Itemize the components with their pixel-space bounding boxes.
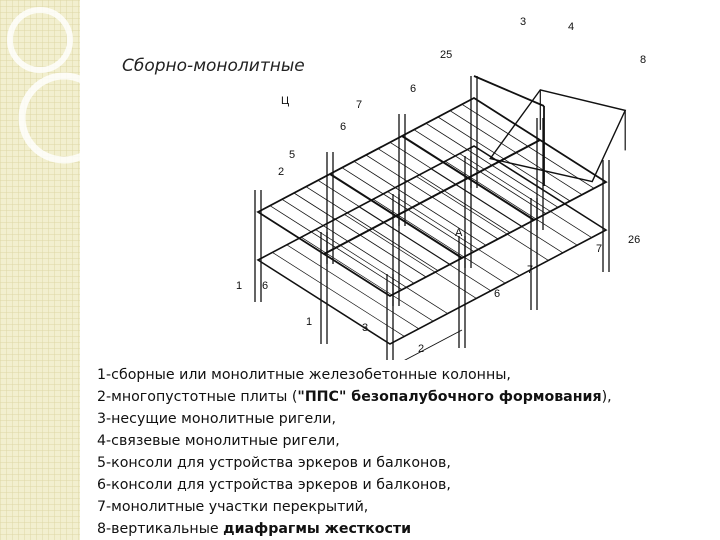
legend-item: 1-сборные или монолитные железобетонные … <box>97 364 612 386</box>
slab-plank-line <box>293 192 427 278</box>
callout-label: 5 <box>289 149 295 161</box>
slab-plank-line <box>437 116 571 202</box>
cantilever-slab <box>489 89 627 183</box>
legend-text: 2-многопустотные плиты ( <box>97 389 298 405</box>
slab-plank-line <box>389 141 523 227</box>
legend-item: 2-многопустотные плиты ("ППС" безопалубо… <box>97 386 612 408</box>
frame-structure <box>254 75 627 360</box>
sidebar-circle-ornament <box>18 72 80 164</box>
legend-item: 4-связевые монолитные ригели, <box>97 430 612 452</box>
callout-label: 1 <box>236 280 242 292</box>
callout-label: 6 <box>340 121 346 133</box>
callout-label: 6 <box>410 83 416 95</box>
figure-letter: Ц <box>281 95 289 107</box>
slide-title: Сборно-монолитные <box>122 56 305 76</box>
decorative-sidebar <box>0 0 80 540</box>
legend-item: 3-несущие монолитные ригели, <box>97 408 612 430</box>
slab-plank-line <box>281 198 415 284</box>
callout-label: 25 <box>440 49 452 61</box>
slab-plank-line <box>459 153 592 238</box>
callout-label: 26 <box>628 234 640 246</box>
slab-plank-line <box>353 160 487 246</box>
callout-label: 2 <box>278 166 284 178</box>
legend-text: 1-сборные или монолитные железобетонные … <box>97 367 511 383</box>
slab-plank-line <box>365 154 499 240</box>
slab-plank-line <box>461 103 595 189</box>
dimension-line <box>404 329 463 360</box>
callout-label: А <box>455 227 463 239</box>
slab-plank-line <box>387 191 520 276</box>
legend-list: 1-сборные или монолитные железобетонные … <box>97 364 612 540</box>
legend-item: 5-консоли для устройства эркеров и балко… <box>97 452 612 474</box>
slab-plank-line <box>416 176 549 261</box>
callout-label: 3 <box>520 16 526 28</box>
callout-label: 7 <box>527 264 533 276</box>
slab-plank-line <box>301 236 434 322</box>
callout-label: 7 <box>356 99 362 111</box>
slab-plank-line <box>317 179 451 265</box>
legend-text-emphasis: диафрагмы жесткости <box>223 521 412 537</box>
diaphragm-frame <box>473 75 545 107</box>
legend-item: 6-консоли для устройства эркеров и балко… <box>97 474 612 496</box>
slab-plank-line <box>341 167 475 253</box>
legend-text: 8-вертикальные <box>97 521 224 537</box>
slab-plank-line <box>315 229 448 314</box>
slab-plank-line <box>425 122 559 208</box>
legend-text: 6-консоли для устройства эркеров и балко… <box>97 477 451 493</box>
sidebar-circle-ornament <box>7 7 73 73</box>
callout-label: 2 <box>418 343 424 355</box>
slab-plank-line <box>413 129 547 215</box>
lower-slab-outline <box>256 145 608 345</box>
slab-plank-line <box>358 206 491 292</box>
callout-label: 4 <box>568 21 574 33</box>
slab-plank-line <box>445 160 578 246</box>
slab-plank-line <box>377 148 511 234</box>
callout-label: 7 <box>596 243 602 255</box>
slab-plank-line <box>286 244 419 330</box>
legend-text: 3-несущие монолитные ригели, <box>97 411 336 427</box>
slab-plank-line <box>449 110 583 196</box>
slab-plank-line <box>430 168 563 254</box>
legend-text: 5-консоли для устройства эркеров и балко… <box>97 455 451 471</box>
callout-label: 6 <box>262 280 268 292</box>
legend-text: 4-связевые монолитные ригели, <box>97 433 340 449</box>
legend-item: 8-вертикальные диафрагмы жесткости <box>97 518 612 540</box>
slab-plank-line <box>269 205 403 291</box>
slab-plank-line <box>272 252 405 337</box>
callout-label: 8 <box>640 54 646 66</box>
slab-plank-line <box>344 214 477 299</box>
legend-text-emphasis: "ППС" безопалубочного формования <box>297 389 602 405</box>
callout-label: 1 <box>306 316 312 328</box>
callout-label: 6 <box>494 288 500 300</box>
sidebar-grid-pattern <box>0 0 80 540</box>
legend-text: 7-монолитные участки перекрытий, <box>97 499 369 515</box>
slab-plank-line <box>373 198 506 284</box>
slab-plank-line <box>305 186 439 272</box>
legend-text: ), <box>601 389 612 405</box>
legend-item: 7-монолитные участки перекрытий, <box>97 496 612 518</box>
callout-label: 3 <box>362 322 368 334</box>
